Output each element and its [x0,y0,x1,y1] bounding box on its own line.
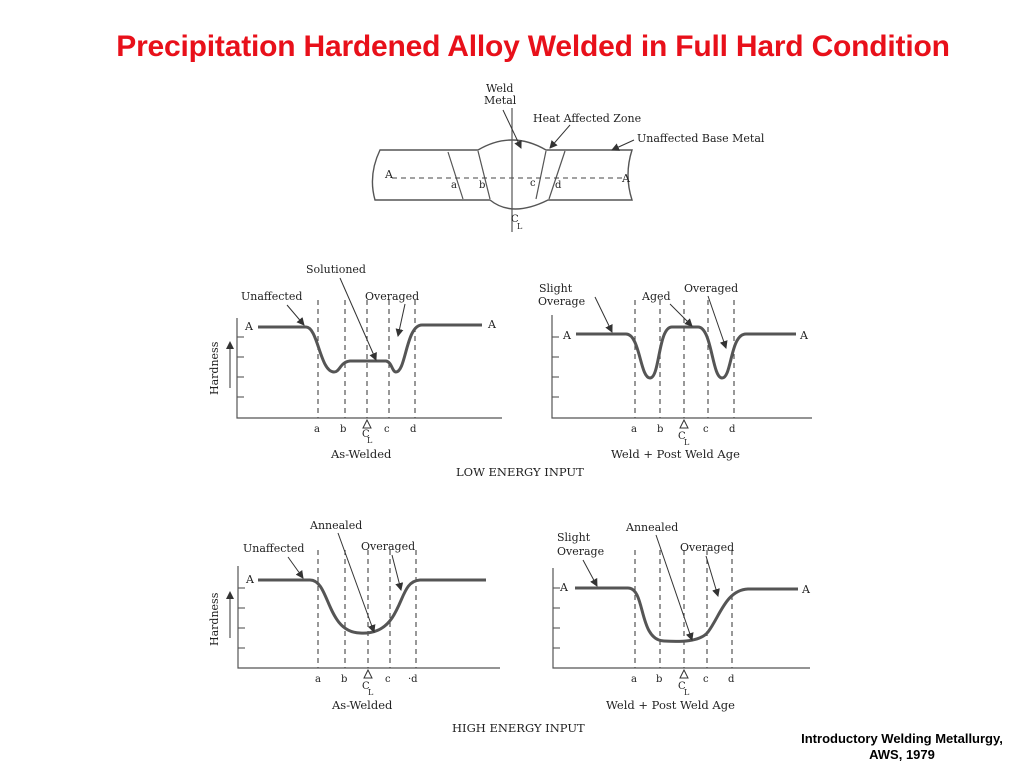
graph-low-post-weld-age: A A Slight Overage Aged Overaged a b c d… [538,282,812,461]
zone-d-label: d [729,424,736,435]
zone-d-label: ·d [408,674,418,685]
zone-a-label: a [314,424,320,435]
zone-a-label: a [315,674,321,685]
overaged-label: Overaged [361,540,415,553]
citation-line-2: AWS, 1979 [869,747,935,762]
zone-b-label: b [340,424,346,435]
weld-metal-label-1: Weld [486,82,513,95]
zone-b-label: b [479,180,485,191]
centerline-l: L [368,688,374,697]
citation-line-1: Introductory Welding Metallurgy, [801,731,1003,746]
graph-caption: As-Welded [330,447,392,461]
weld-cross-section: Weld Metal Heat Affected Zone Unaffected… [371,82,765,232]
aged-label: Aged [641,290,671,303]
zone-d-label: d [555,180,562,191]
weld-metal-label-2: Metal [484,94,517,107]
slight-overage-label-2: Overage [538,295,585,308]
centerline-marker [679,418,689,429]
centerline-l: L [684,438,690,447]
zone-a-label: a [631,674,637,685]
zone-b-label: b [657,424,663,435]
graph-axes [237,566,500,669]
haz-boundary-a [447,151,464,200]
overaged-label: Overaged [684,282,738,295]
centerline-c: C [678,681,686,692]
centerline-l: L [684,688,690,697]
section-a-right: A [621,172,631,185]
section-a-left: A [384,168,394,181]
haz-arrow [549,124,571,149]
slide-title: Precipitation Hardened Alloy Welded in F… [116,30,950,63]
graph-high-post-weld-age: A A Slight Overage Annealed Overaged a b… [552,521,811,712]
hardness-curve [575,586,798,643]
centerline-marker [679,668,689,679]
graph-high-as-welded: Hardness A Unaffected Annealed Overaged … [208,519,500,712]
unaffected-label: Unaffected [241,290,302,303]
graph-caption: Weld + Post Weld Age [611,447,740,461]
base-metal-arrow [611,139,635,151]
hardness-curve [258,323,482,374]
overaged-label: Overaged [680,541,734,554]
a-marker-right: A [487,318,497,331]
zone-c-label: c [385,674,391,685]
graph-axes [236,318,502,419]
weld-metal-arrow [502,109,522,149]
hardness-curve [576,325,796,380]
hardness-axis-label: Hardness [208,341,221,395]
annealed-label: Annealed [625,521,678,534]
graph-caption: As-Welded [331,698,393,712]
a-marker-right: A [801,583,811,596]
haz-boundary-d [548,150,566,200]
base-metal-plate [371,139,633,210]
centerline-c: C [511,214,519,225]
centerline-marker [362,418,372,429]
haz-boundary-c [535,150,547,200]
zone-b-label: b [341,674,347,685]
zone-c-label: c [384,424,390,435]
centerline-marker [363,668,373,679]
centerline-c: C [362,429,370,440]
haz-label: Heat Affected Zone [533,112,641,125]
graph-caption: Weld + Post Weld Age [606,698,735,712]
a-marker-right: A [799,329,809,342]
zone-c-label: c [703,424,709,435]
overaged-label: Overaged [365,290,419,303]
a-marker-left: A [244,320,254,333]
high-energy-caption: HIGH ENERGY INPUT [452,721,585,735]
zone-c-label: c [530,178,536,189]
centerline-c: C [362,681,370,692]
a-marker-left: A [245,573,255,586]
a-marker-left: A [562,329,572,342]
solutioned-label: Solutioned [306,263,366,276]
centerline-l: L [517,222,523,231]
a-marker-left: A [559,581,569,594]
zone-a-label: a [451,180,457,191]
slight-overage-label-2: Overage [557,545,604,558]
zone-c-label: c [703,674,709,685]
base-metal-label: Unaffected Base Metal [637,132,765,145]
graph-axes [552,568,810,669]
hardness-axis-label: Hardness [208,592,221,646]
slight-overage-label-1: Slight [539,282,573,295]
zone-a-label: a [631,424,637,435]
graph-axes [551,315,812,419]
centerline-c: C [678,431,686,442]
zone-d-label: d [410,424,417,435]
centerline-l: L [367,436,373,445]
zone-b-label: b [656,674,662,685]
zone-d-label: d [728,674,735,685]
graph-low-as-welded: Hardness A A Unaffected Solutioned Overa… [208,263,502,461]
haz-boundary-b [477,150,491,200]
annealed-label: Annealed [309,519,362,532]
slight-overage-label-1: Slight [557,531,591,544]
unaffected-label: Unaffected [243,542,304,555]
low-energy-caption: LOW ENERGY INPUT [456,465,584,479]
citation: Introductory Welding Metallurgy, AWS, 19… [780,731,1024,763]
